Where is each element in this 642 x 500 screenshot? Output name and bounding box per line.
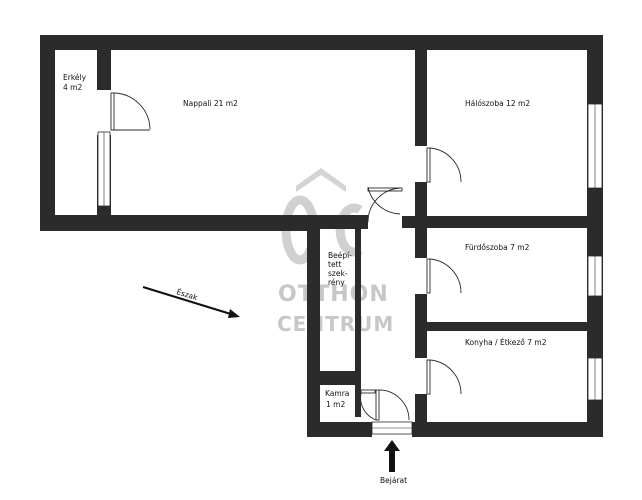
watermark-line2: CENTRUM — [277, 312, 394, 336]
bedroom-label: Hálószoba 12 m2 — [465, 99, 530, 108]
walls — [40, 35, 603, 437]
entrance-arrow-icon — [384, 440, 400, 472]
balcony-area: 4 m2 — [63, 83, 82, 92]
door-entrance — [375, 389, 380, 421]
north-arrow: Észak — [142, 285, 240, 318]
doors — [110, 92, 462, 421]
door-bedroom — [426, 147, 431, 183]
wall-rooms-left — [415, 35, 427, 437]
wall-bath-kitchen — [420, 322, 602, 331]
door-pantry — [360, 389, 376, 394]
wall-corridor-left — [307, 215, 320, 437]
wall-bedroom-bath — [402, 216, 602, 228]
wall-top — [40, 35, 603, 50]
wardrobe-line-4: rény — [328, 278, 345, 287]
entrance-label: Bejárat — [380, 476, 407, 485]
wall-living-corner — [320, 215, 368, 229]
pantry-name: Kamra — [325, 389, 349, 398]
wardrobe-line-1: Beépí- — [328, 251, 352, 260]
wall-left-bottom — [40, 215, 320, 231]
watermark-roof-icon — [296, 168, 346, 192]
wardrobe-line-3: szek- — [328, 269, 348, 278]
wall-wardrobe — [355, 229, 361, 376]
door-bathroom — [426, 258, 431, 294]
door-kitchen — [426, 359, 431, 395]
bathroom-label: Fürdőszoba 7 m2 — [465, 243, 530, 252]
living-label: Nappali 21 m2 — [183, 99, 238, 108]
kitchen-label: Konyha / Étkező 7 m2 — [465, 338, 547, 347]
windows — [97, 103, 603, 435]
wall-bottom — [307, 422, 603, 437]
watermark-oc-icon — [281, 195, 363, 265]
door-living — [367, 187, 403, 192]
door-openings — [97, 90, 427, 437]
wall-left — [40, 35, 55, 231]
door-balcony — [110, 92, 115, 131]
wardrobe-line-2: tett — [328, 260, 341, 269]
pantry-area: 1 m2 — [326, 400, 345, 409]
room-labels: Erkély 4 m2 Nappali 21 m2 Hálószoba 12 m… — [63, 73, 547, 409]
wall-pantry-right — [355, 385, 361, 417]
watermark-logo: OTTHON CENTRUM — [277, 168, 394, 336]
entrance-marker: Bejárat — [380, 440, 407, 485]
balcony-name: Erkély — [63, 73, 87, 82]
watermark-line1: OTTHON — [278, 282, 389, 307]
wall-pantry-top — [307, 371, 361, 385]
north-arrowhead-icon — [228, 309, 240, 318]
